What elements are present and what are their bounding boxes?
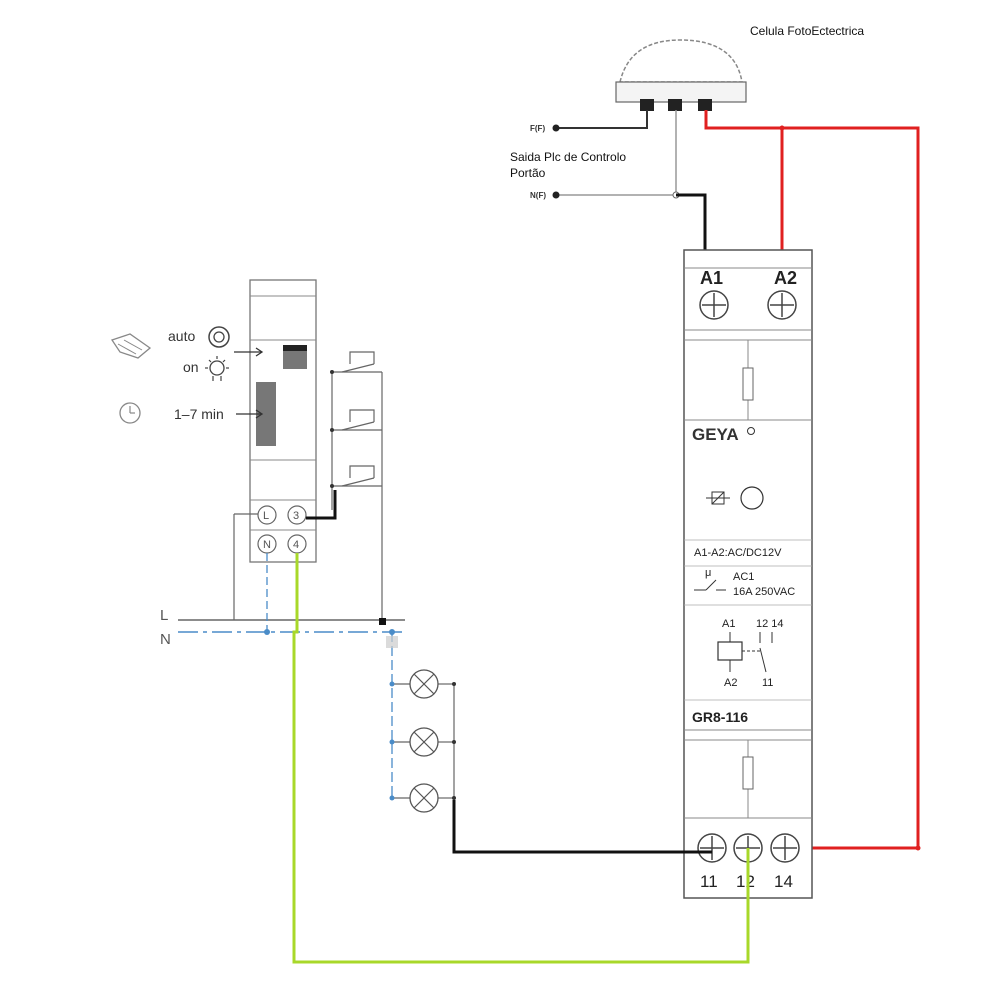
pushbutton-2 [330,409,382,432]
terminal-n-timer: N [257,534,277,554]
terminal-l-timer: L [257,505,277,525]
lamp-2 [389,727,456,757]
photocell-f-wire: F(F) [530,110,648,133]
plc-note-line2: Portão [510,166,546,180]
auto-label: auto [168,328,195,344]
svg-text:N: N [263,539,271,551]
terminal-12-label: 12 [736,872,755,891]
staircase-timer: L 3 N 4 [249,279,317,563]
schematic-12-14: 12 14 [756,618,784,630]
terminal-a1-screw [699,290,729,320]
neutral-label: N [160,631,171,648]
contact-type: AC1 [733,571,754,583]
relay-schematic: A1 12 14 A2 11 [717,618,784,689]
light-bulb-icon [205,356,229,381]
clock-icon [119,402,141,424]
coil-rating: A1-A2:AC/DC12V [694,547,782,559]
on-label: on [183,359,199,375]
pushbutton-3 [330,465,382,488]
terminal-a1-label: A1 [700,268,723,288]
svg-text:μ: μ [705,567,711,579]
terminal-a2-label: A2 [774,268,797,288]
black-wire-timer-buttons [306,490,337,520]
lamps [389,669,456,813]
lamp-3 [389,783,456,813]
relay-module: A1 A2 GEYA A1-A2:AC/DC12V μ AC [683,249,813,899]
wire-f-label: F(F) [530,124,545,133]
terminal-14-label: 14 [774,872,793,891]
terminal-11-label: 11 [700,872,718,891]
pushbutton-1 [330,351,382,374]
red-wire-photocell [704,110,920,850]
photocell: Celula FotoEctectrica [615,24,864,111]
terminal-a2-screw [767,290,797,320]
coil-symbol-icon [706,491,730,505]
svg-text:4: 4 [293,539,299,551]
status-led-icon [740,486,764,510]
schematic-a1: A1 [722,618,735,630]
hand-icon [110,333,152,359]
terminal-14-screw [770,833,800,863]
plc-note-line1: Saida Plc de Controlo [510,150,626,164]
svg-text:3: 3 [293,510,299,522]
pushbuttons [330,351,383,622]
lamp-1 [389,669,456,699]
line-label: L [160,607,168,624]
photocell-title: Celula FotoEctectrica [750,24,864,38]
supply-bus: L N [160,513,405,800]
black-wire-lamps-11 [452,800,712,854]
contact-symbol-icon: μ [694,567,726,591]
green-wire-timer-12 [292,553,750,964]
terminal-3-timer: 3 [287,505,307,525]
auto-mode-icon [208,326,230,348]
relay-brand: GEYA [692,425,739,444]
svg-text:L: L [263,510,269,522]
schematic-a2: A2 [724,677,737,689]
wire-n-label: N(F) [530,191,546,200]
delay-label: 1–7 min [174,406,224,422]
terminal-4-timer: 4 [287,534,307,554]
relay-model: GR8-116 [692,709,748,725]
terminal-11-screw [697,833,727,863]
contact-rating: 16A 250VAC [733,586,795,598]
schematic-11: 11 [762,677,773,689]
